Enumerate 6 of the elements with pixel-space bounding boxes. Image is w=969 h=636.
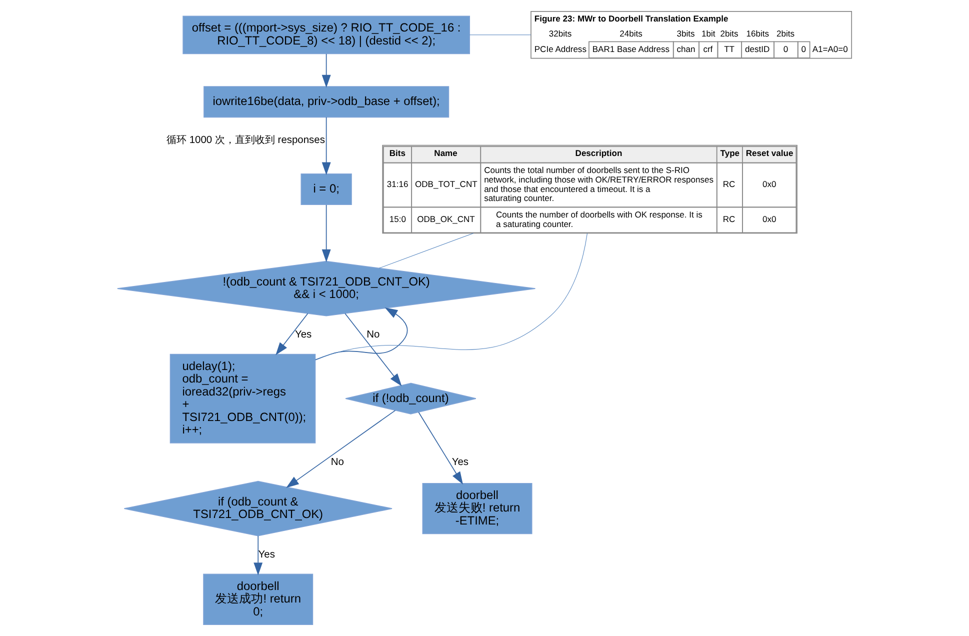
edge-label: No <box>330 456 344 468</box>
edge-label: Yes <box>258 550 275 561</box>
edge-label: Yes <box>294 330 312 341</box>
edge-label: No <box>366 330 380 341</box>
edge-label: Yes <box>452 456 469 468</box>
edge-label: 循环 1000 次，直到收到 responses <box>166 134 325 146</box>
